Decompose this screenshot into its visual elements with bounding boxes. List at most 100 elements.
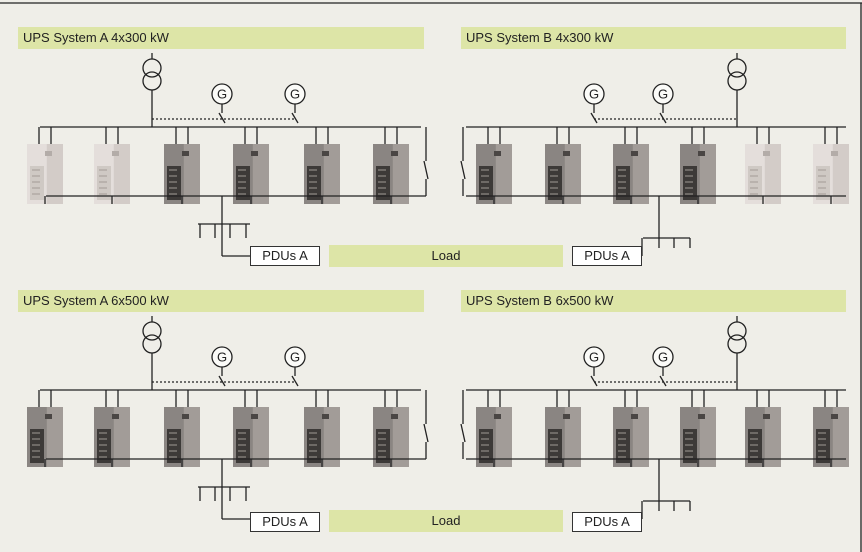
rack-slot [169, 438, 177, 440]
rack-slot [238, 169, 246, 171]
cabinet-display [391, 151, 398, 156]
rack-slot [818, 175, 826, 177]
cabinet-side [252, 144, 269, 204]
rack-slot [818, 450, 826, 452]
cabinet-display [763, 414, 770, 419]
generator-breaker [590, 375, 598, 387]
rack-slot [481, 432, 489, 434]
generator-breaker [291, 375, 299, 387]
rack-slot [169, 193, 177, 195]
generator-label: G [217, 87, 227, 102]
rack-slot [550, 169, 558, 171]
transformer-coil [727, 58, 747, 78]
rack-slot [550, 450, 558, 452]
rack-slot [685, 450, 693, 452]
rack-slot [481, 175, 489, 177]
rack-slot [685, 432, 693, 434]
rack-slot [309, 456, 317, 458]
rack-slot [238, 175, 246, 177]
rack-slot [238, 438, 246, 440]
cabinet-side [392, 407, 409, 467]
transformer-coil [727, 321, 747, 341]
rack-slot [309, 432, 317, 434]
cabinet-display [698, 414, 705, 419]
rack-slot [99, 438, 107, 440]
generator-breaker [590, 112, 598, 124]
rack-slot [309, 444, 317, 446]
rack-slot [32, 169, 40, 171]
rack-slot [99, 444, 107, 446]
rack-slot [378, 456, 386, 458]
bypass-breaker [423, 423, 429, 443]
rack-slot [550, 175, 558, 177]
rack-slot [818, 444, 826, 446]
rack-slot [750, 181, 758, 183]
rack-slot [32, 456, 40, 458]
rack-slot [818, 432, 826, 434]
cabinet-display [563, 414, 570, 419]
cabinet-display [494, 151, 501, 156]
cabinet-side [832, 407, 849, 467]
rack-slot [818, 181, 826, 183]
cabinet-display [322, 151, 329, 156]
cabinet-display [631, 414, 638, 419]
pdus-left-label: PDUs A [250, 512, 320, 532]
rack-slot [32, 193, 40, 195]
rack-slot [618, 438, 626, 440]
generator-breaker [291, 112, 299, 124]
cabinet-display [182, 151, 189, 156]
pdus-left-label: PDUs A [250, 246, 320, 266]
rack-slot [238, 432, 246, 434]
bypass-breaker [423, 160, 429, 180]
rack-slot [481, 187, 489, 189]
generator-label: G [658, 350, 668, 365]
rack-slot [309, 181, 317, 183]
cabinet-side [632, 144, 649, 204]
cabinet-side [392, 144, 409, 204]
rack-slot [481, 444, 489, 446]
rack-slot [685, 193, 693, 195]
cabinet-display [831, 414, 838, 419]
cabinet-side [764, 407, 781, 467]
rack-slot [618, 193, 626, 195]
rack-slot [685, 438, 693, 440]
cabinet-display [698, 151, 705, 156]
cabinet-display [494, 414, 501, 419]
cabinet-display [763, 151, 770, 156]
cabinet-side [46, 407, 63, 467]
rack-slot [32, 181, 40, 183]
rack-slot [618, 181, 626, 183]
rack-slot [750, 456, 758, 458]
cabinet-side [632, 407, 649, 467]
rack-slot [818, 169, 826, 171]
rack-slot [378, 193, 386, 195]
cabinet-side [832, 144, 849, 204]
generator-label: G [290, 87, 300, 102]
rack-slot [685, 181, 693, 183]
cabinet-side [46, 144, 63, 204]
rack-slot [238, 444, 246, 446]
load-feeders [198, 196, 691, 257]
rack-slot [550, 444, 558, 446]
rack-slot [550, 187, 558, 189]
cabinet-display [563, 151, 570, 156]
generator-label: G [658, 87, 668, 102]
rack-slot [750, 432, 758, 434]
rack-slot [550, 181, 558, 183]
rack-slot [750, 444, 758, 446]
rack-slot [378, 181, 386, 183]
cabinet-side [323, 144, 340, 204]
ups-system-b-title: UPS System B 4x300 kW [461, 27, 846, 49]
cabinet-side [495, 407, 512, 467]
pdus-right-label: PDUs A [572, 246, 642, 266]
rack-slot [818, 438, 826, 440]
rack-slot [618, 187, 626, 189]
cabinet-display [251, 414, 258, 419]
rack-slot [169, 169, 177, 171]
generator-breaker [218, 375, 226, 387]
cabinet-display [831, 151, 838, 156]
load-feeders [198, 459, 691, 520]
